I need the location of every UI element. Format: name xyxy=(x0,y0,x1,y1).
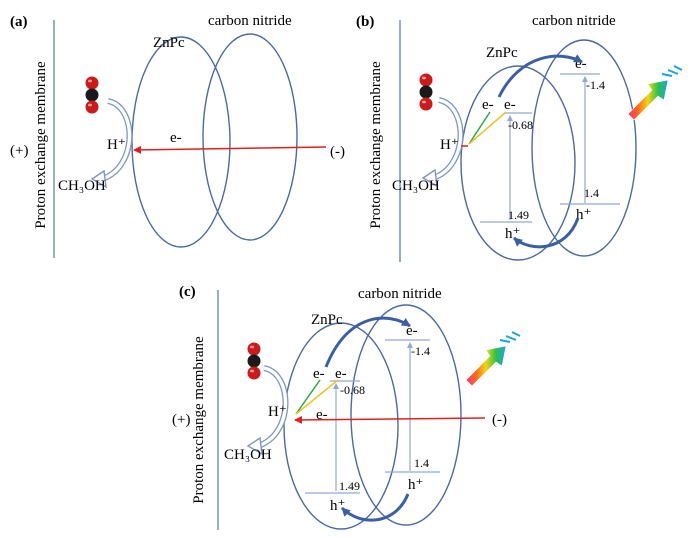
hole-label-c2: h⁺ xyxy=(408,477,423,493)
panel-c-label: (c) xyxy=(179,284,196,300)
membrane-label-b: Proton exchange membrane xyxy=(368,61,384,229)
znpc-vb-value-b: 1.49 xyxy=(508,208,529,222)
carbon-nitride-label-b: carbon nitride xyxy=(532,13,616,29)
minus-terminal-c: (-) xyxy=(492,412,507,428)
methanol-label-a: CH₃OH xyxy=(58,178,106,194)
panel-b: (b) Proton exchange membrane ZnPc carbon… xyxy=(356,13,683,262)
carbon-nitride-ellipse-c xyxy=(350,304,462,526)
co2-molecule-icon xyxy=(419,73,433,111)
panel-a: (a) Proton exchange membrane ZnPc carbon… xyxy=(10,13,345,258)
light-source-icon xyxy=(465,331,521,387)
carbon-nitride-ellipse-a xyxy=(202,33,298,241)
panel-b-label: (b) xyxy=(356,14,374,30)
carbon-nitride-label-a: carbon nitride xyxy=(208,13,292,29)
electron-label-b3: e- xyxy=(575,56,587,72)
electron-transfer-arrow-c xyxy=(324,316,411,368)
znpc-label-c: ZnPc xyxy=(311,312,343,328)
light-source-icon xyxy=(627,65,683,121)
plus-terminal-c: (+) xyxy=(172,412,190,428)
proton-label-a: H⁺ xyxy=(107,137,126,153)
znpc-ellipse-c xyxy=(283,322,399,530)
panel-a-label: (a) xyxy=(10,14,28,30)
minus-terminal-a: (-) xyxy=(330,144,345,160)
membrane-label-c: Proton exchange membrane xyxy=(191,336,207,504)
proton-label-c: H⁺ xyxy=(268,404,287,420)
carbon-nitride-label-c: carbon nitride xyxy=(358,286,442,302)
carbon-nitride-ellipse-b xyxy=(531,39,637,257)
hole-transfer-arrow-c xyxy=(340,493,410,522)
electron-transfer-arrow-b xyxy=(497,54,583,98)
electron-label-c3: e- xyxy=(316,407,328,423)
electron-label-b2: e- xyxy=(504,97,516,113)
plus-terminal-a: (+) xyxy=(10,143,28,159)
co2-molecule-icon xyxy=(85,76,99,114)
hole-label-b2: h⁺ xyxy=(576,207,591,223)
electron-label-c2: e- xyxy=(335,366,347,382)
green-transfer-line-b xyxy=(468,111,491,145)
znpc-cb-value-c: -0.68 xyxy=(340,383,365,397)
electron-label-a: e- xyxy=(170,130,182,146)
proton-label-b: H⁺ xyxy=(440,137,459,153)
znpc-ellipse-b xyxy=(460,65,576,261)
cn-vb-value-b: 1.4 xyxy=(584,186,599,200)
yellow-transfer-line-c xyxy=(295,379,339,415)
hole-label-c1: h⁺ xyxy=(330,498,345,514)
znpc-vb-value-c: 1.49 xyxy=(339,479,360,493)
znpc-cb-value-b: -0.68 xyxy=(508,118,533,132)
hole-transfer-arrow-b xyxy=(513,217,580,249)
znpc-label-a: ZnPc xyxy=(153,35,185,51)
yellow-transfer-line-b xyxy=(468,111,507,145)
znpc-label-b: ZnPc xyxy=(486,45,518,61)
electron-label-c1: e- xyxy=(313,366,325,382)
electron-label-c4: e- xyxy=(406,323,418,339)
green-transfer-line-c xyxy=(295,379,321,415)
electron-label-b1: e- xyxy=(482,97,494,113)
co2-molecule-icon xyxy=(247,342,261,380)
methanol-label-c: CH₃OH xyxy=(224,447,272,463)
cn-cb-value-b: -1.4 xyxy=(586,78,605,92)
electron-flow-arrow-c xyxy=(294,415,486,424)
methanol-label-b: CH₃OH xyxy=(392,178,440,194)
cn-cb-value-c: -1.4 xyxy=(411,344,430,358)
panel-c: (c) Proton exchange membrane ZnPc carbon… xyxy=(172,284,521,530)
membrane-label-a: Proton exchange membrane xyxy=(33,61,49,229)
electron-flow-arrow-a xyxy=(133,145,327,154)
cn-vb-value-c: 1.4 xyxy=(414,456,429,470)
